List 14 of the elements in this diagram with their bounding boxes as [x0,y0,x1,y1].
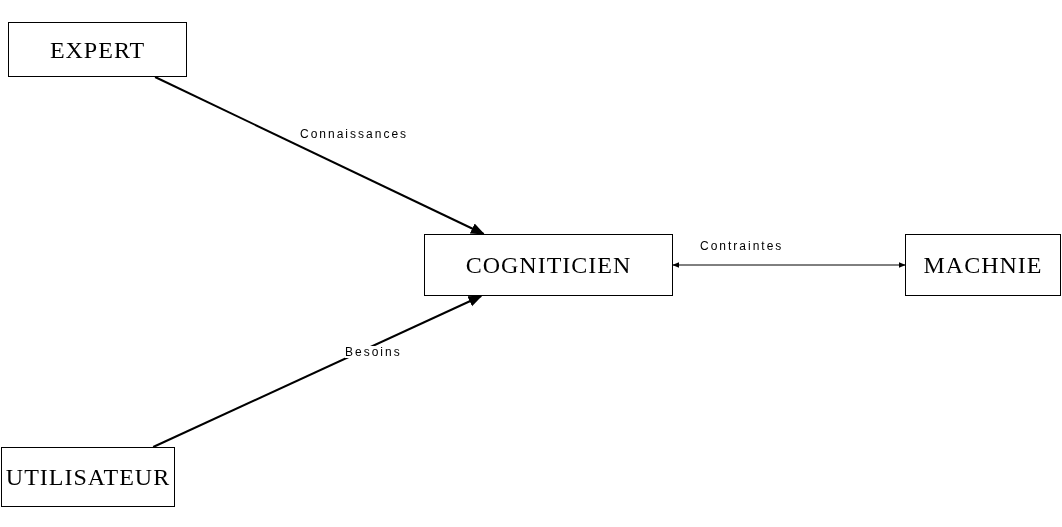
edge-label: Contraintes [700,240,784,252]
edge-label: Besoins [345,346,402,358]
arrow [672,262,906,268]
box-label: UTILISATEUR [5,463,171,492]
box-label: EXPERT [49,35,146,65]
process-box [8,22,187,77]
box-label: COGNITICIEN [465,251,632,280]
box-label: MACHNIE [923,251,1043,280]
process-box [905,234,1061,296]
process-box [424,234,673,296]
arrow [154,76,485,235]
process-box [1,447,175,507]
arrow [152,295,483,448]
edge-label: Connaissances [300,128,409,140]
